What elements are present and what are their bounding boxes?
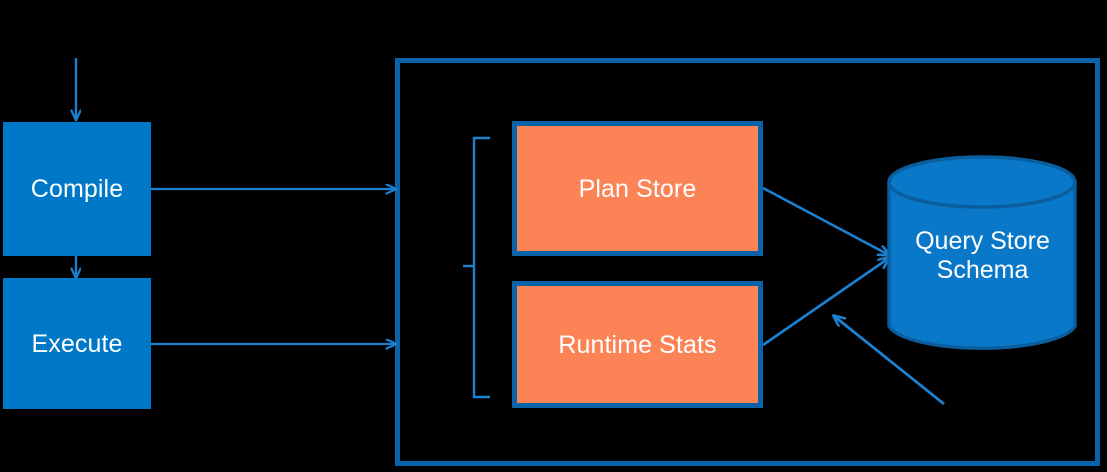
compile-label: Compile <box>30 175 124 203</box>
runtime-stats-box[interactable]: Runtime Stats <box>512 281 763 408</box>
runtime-stats-label: Runtime Stats <box>558 330 717 359</box>
external-to-schema-arrow <box>834 316 945 406</box>
query-store-container <box>395 58 1100 466</box>
query-store-schema-cylinder <box>887 155 1077 350</box>
execute-label: Execute <box>31 329 123 358</box>
execute-box[interactable]: Execute <box>3 278 151 409</box>
runtime-stats-to-schema-arrow <box>762 258 889 347</box>
compile-box[interactable]: Compile <box>3 122 151 256</box>
plan-store-to-schema-arrow <box>762 186 889 255</box>
plan-store-label: Plan Store <box>578 174 697 203</box>
plan-store-box[interactable]: Plan Store <box>512 121 763 256</box>
grouping-bracket <box>472 136 490 399</box>
